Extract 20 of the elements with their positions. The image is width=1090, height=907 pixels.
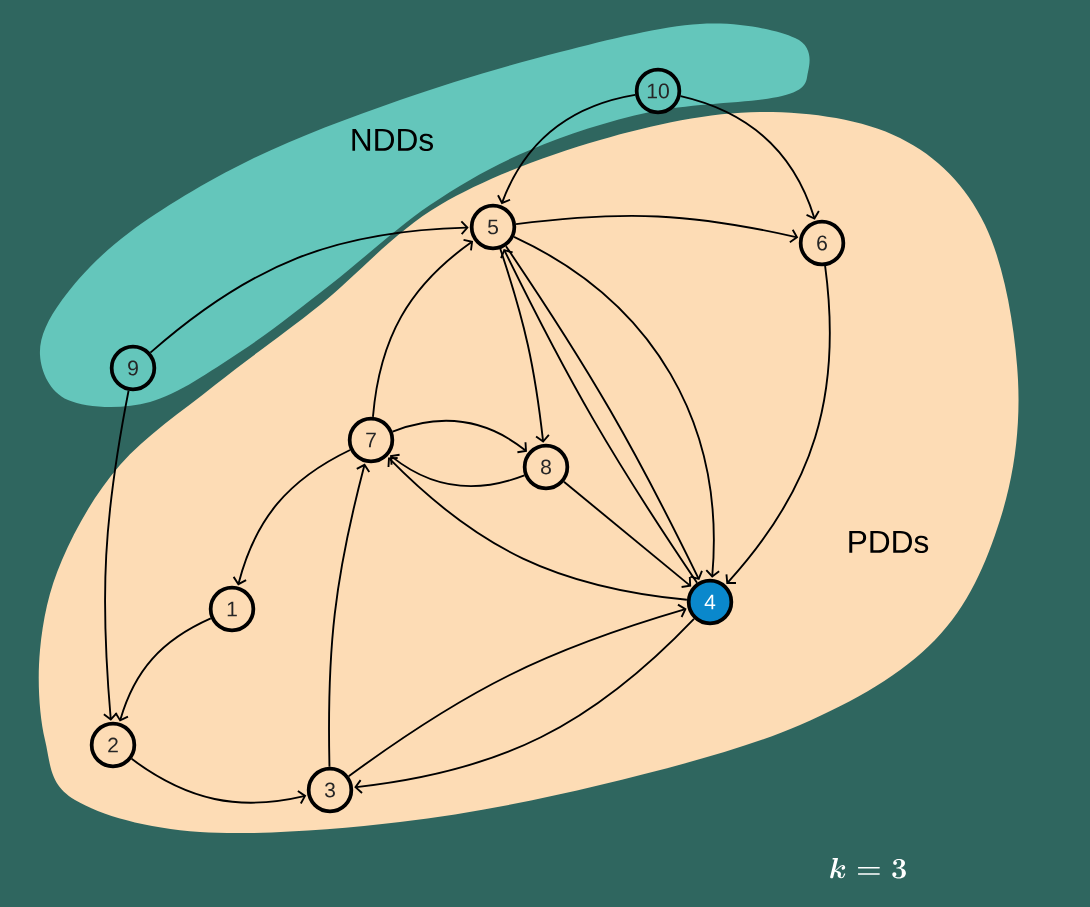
- arrow: [563, 480, 692, 588]
- arrow: [515, 214, 799, 244]
- arrow: [354, 617, 695, 794]
- arrow: [725, 265, 831, 584]
- arrow: [391, 419, 527, 454]
- arrow: [679, 95, 820, 220]
- arrow: [130, 757, 307, 805]
- formula-label: $k = 3$: [830, 857, 906, 879]
- arrow: [387, 457, 688, 601]
- arrow: [232, 449, 351, 586]
- arrow: [513, 235, 721, 578]
- arrow: [497, 93, 637, 205]
- arrow: [372, 238, 474, 418]
- arrow: [149, 220, 469, 354]
- arrow: [499, 248, 550, 443]
- arrow: [114, 617, 212, 722]
- arrow: [102, 389, 130, 721]
- arrow: [390, 453, 526, 488]
- arrow: [328, 463, 371, 768]
- arrow: [347, 603, 687, 778]
